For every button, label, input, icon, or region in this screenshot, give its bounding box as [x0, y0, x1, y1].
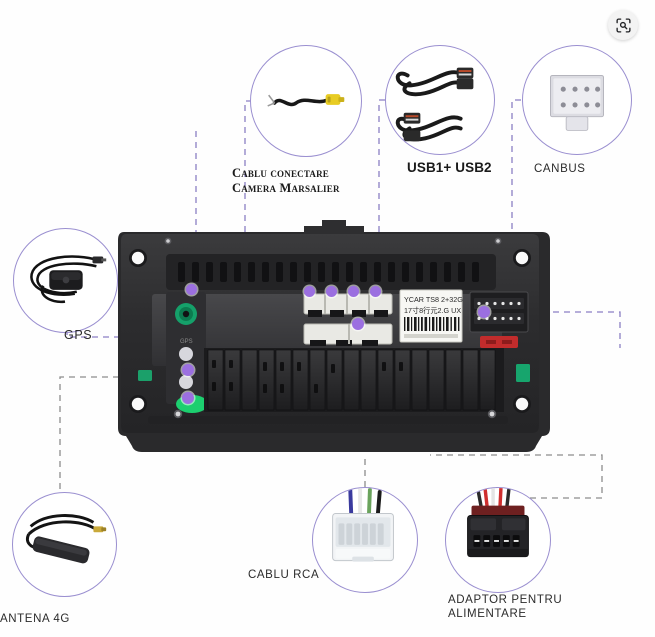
visual-search-lens-icon — [615, 17, 631, 33]
svg-text:17寸8行元2.G UX: 17寸8行元2.G UX — [404, 306, 461, 315]
product-bubble-4g-antenna[interactable] — [12, 492, 117, 597]
svg-text:GPS: GPS — [180, 339, 193, 345]
port-marker-usb-2 — [326, 286, 337, 297]
port-marker-usb-1 — [304, 286, 315, 297]
port-marker-gps — [182, 364, 194, 376]
gps-antenna-icon — [30, 255, 107, 304]
product-bubble-usb-cables[interactable] — [385, 45, 495, 155]
power-adapter-harness-icon — [467, 488, 529, 558]
product-bubble-gps[interactable] — [13, 228, 118, 333]
label-camera-cable: Cablu conectare Camera Marsalier — [232, 166, 340, 196]
svg-text:YCAR TS8 2+32G: YCAR TS8 2+32G — [404, 295, 463, 304]
port-marker-rca — [352, 318, 364, 330]
port-marker-usb-4 — [370, 286, 381, 297]
usb-cable-pair-icon — [395, 67, 474, 142]
canbus-connector-icon — [550, 74, 604, 131]
device-spec-sticker: YCAR TS8 2+32G 17寸8行元2.G UX — [399, 289, 463, 343]
product-bubble-power-adapter[interactable] — [445, 487, 551, 593]
rca-cable-connector-icon — [332, 488, 394, 562]
reverse-camera-cable-icon — [267, 94, 345, 107]
label-antena-4g: ANTENA 4G — [0, 613, 70, 625]
product-bubble-canbus[interactable] — [522, 45, 632, 155]
label-canbus: CANBUS — [534, 163, 586, 175]
head-unit-rear-panel: GPS YCAR TS8 2+32G 17寸8行元2.G UX — [118, 220, 550, 452]
port-marker-camera — [186, 284, 197, 295]
visual-search-button[interactable] — [608, 10, 638, 40]
label-usb: USB1+ USB2 — [407, 160, 492, 175]
label-gps: GPS — [64, 328, 93, 342]
port-marker-canbus — [478, 306, 490, 318]
label-adaptor-alimentare: ADAPTOR PENTRU ALIMENTARE — [448, 594, 563, 621]
4g-antenna-icon — [26, 514, 107, 564]
product-bubble-rca-cable[interactable] — [312, 487, 418, 593]
label-cablu-rca: CABLU RCA — [248, 569, 320, 581]
product-bubble-camera-cable[interactable] — [250, 45, 362, 157]
port-marker-antenna — [182, 392, 194, 404]
port-marker-usb-3 — [348, 286, 359, 297]
